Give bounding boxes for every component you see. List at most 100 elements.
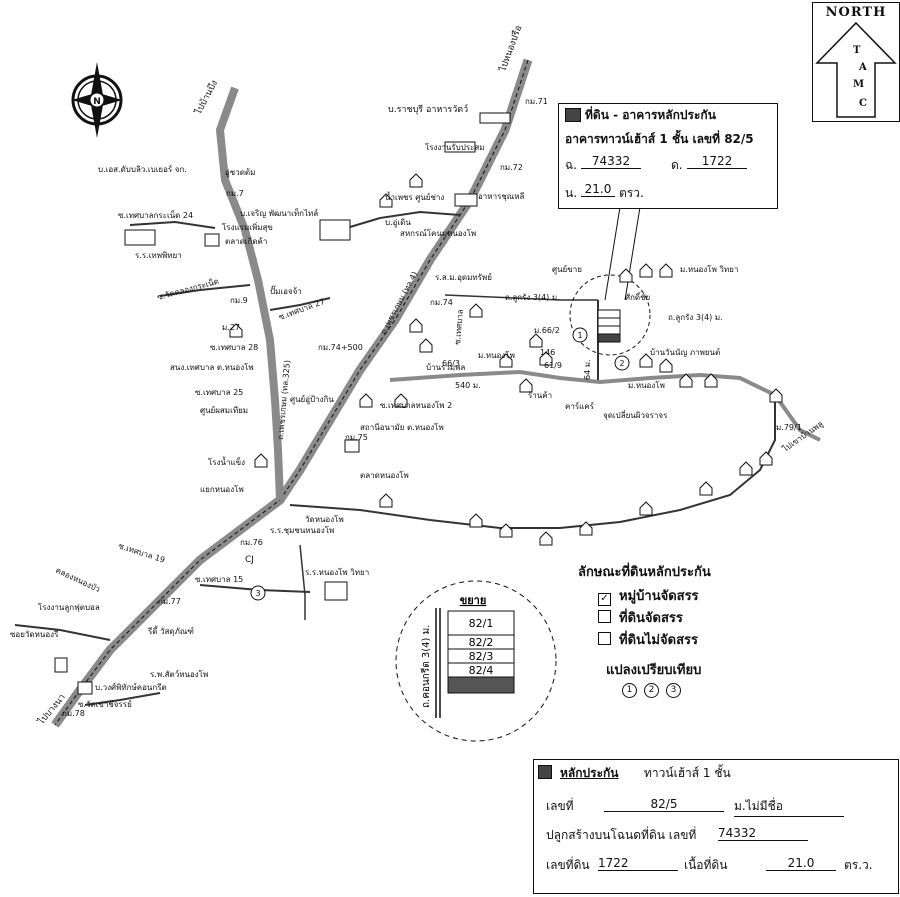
inset-title: ขยาย bbox=[460, 594, 487, 607]
road-soi bbox=[159, 284, 251, 297]
label-talat: ตลาดหนองโพ bbox=[360, 470, 409, 480]
label-m-66-2: ม.66/2 bbox=[534, 326, 560, 335]
inset-road-label: ถ.คอนกรีต 3(4) ม. bbox=[420, 625, 432, 708]
legend-item-village: ✓ หมู่บ้านจัดสรร bbox=[598, 585, 699, 606]
road-soi-vertical bbox=[299, 544, 306, 620]
inset-lot-2: 82/2 bbox=[469, 636, 494, 649]
label-m-61-9: 61/9 bbox=[544, 361, 562, 370]
label-ti-yai: ถ.ลูกรัง 3(4) ม. bbox=[505, 293, 560, 303]
label-soi-tessaban2: ซ.เทศบาลหนองโพ 2 bbox=[380, 400, 452, 410]
road-banbueng bbox=[215, 86, 284, 501]
comparison-markers bbox=[250, 327, 630, 601]
label-school-nong: ร.ร.เทพพิทยา bbox=[135, 251, 182, 260]
label-m-nongpho: ม.หนองโพ bbox=[628, 380, 665, 390]
info-no-value: 82/5 bbox=[604, 797, 724, 812]
label-aharn: อาหารชุณหลี bbox=[478, 192, 524, 201]
road-access-2 bbox=[444, 294, 598, 301]
label-m-66-3: 66/3 bbox=[442, 359, 460, 368]
road-soi-2 bbox=[269, 297, 331, 311]
label-sun-sai: ศูนย์ผสมเทียม bbox=[200, 405, 248, 416]
label-km78: กม.78 bbox=[62, 709, 85, 718]
label-sahakorn: สหกรณ์โคนมหนองโพ bbox=[400, 228, 476, 238]
info-built-label: ปลูกสร้างบนโฉนดที่ดิน เลขที่ bbox=[546, 828, 697, 842]
label-m-nong-wittaya: ม.หนองโพ วิทยา bbox=[680, 264, 738, 274]
label-jud: จุดเปลี่ยนผิวจราจร bbox=[603, 409, 668, 420]
north-title: NORTH bbox=[825, 5, 887, 20]
label-soi28: ซ.เทศบาล 28 bbox=[210, 343, 258, 352]
callout-subtitle: อาคารทาวน์เฮ้าส์ 1 ชั้น เลขที่ 82/5 bbox=[565, 132, 754, 146]
plan-marker-3: 3 bbox=[255, 589, 260, 598]
callout-pointer bbox=[604, 206, 641, 301]
north-letter-t: T bbox=[853, 45, 861, 56]
checkbox-icon bbox=[598, 610, 611, 623]
info-land-label: เลขที่ดิน bbox=[546, 858, 590, 872]
inset-lot-3: 82/3 bbox=[469, 650, 494, 663]
label-rongpho: ร.พ.สัตว์หนองโพ bbox=[150, 669, 208, 679]
legend-item-village-label: หมู่บ้านจัดสรร bbox=[619, 589, 699, 604]
compare-title: แปลงเปรียบเทียบ bbox=[606, 663, 702, 678]
label-wat-nongpho: ศูนย์อู่ป้างกิน bbox=[290, 394, 334, 405]
callout-parcel-label: ด. bbox=[671, 158, 683, 172]
north-arrow-box: NORTH T A M C bbox=[812, 2, 900, 122]
label-soi-klong: ซอยวัดหนองรี bbox=[10, 630, 59, 639]
label-km75: กม.75 bbox=[345, 433, 368, 442]
road-north-side bbox=[339, 210, 461, 231]
road-sw-3 bbox=[84, 692, 161, 706]
subject-lots bbox=[597, 309, 621, 343]
road-west bbox=[129, 220, 216, 229]
north-letter-m: M bbox=[853, 79, 865, 90]
info-heading: หลักประกัน bbox=[560, 766, 619, 780]
label-dist-64: 64 ม. bbox=[583, 359, 592, 380]
compass-rose: N bbox=[71, 62, 123, 138]
callout-area-value: 21.0 bbox=[581, 182, 615, 197]
label-soi27: ซ.เทศบาล 27 bbox=[278, 297, 326, 322]
label-km74-500: กม.74+500 bbox=[318, 343, 363, 352]
label-km76: กม.76 bbox=[240, 538, 263, 547]
label-snong: สนง.เทศบาล ต.หนองโพ bbox=[170, 362, 254, 372]
label-soi15: ซ.เทศบาล 15 bbox=[195, 575, 243, 584]
label-pump: ปั๊มเอจจ้า bbox=[270, 285, 302, 296]
label-nong-pruk: โรงงานรับประสม bbox=[425, 142, 485, 152]
compare-marker-3: 3 bbox=[666, 683, 681, 698]
label-company: บ.วงศ์พิทักษ์คอนกรีต bbox=[95, 682, 167, 692]
label-sathani: สถานีอนามัย ต.หนองโพ bbox=[360, 422, 444, 432]
label-km71: กม.71 bbox=[525, 97, 548, 106]
checked-box-icon: ✓ bbox=[598, 593, 611, 606]
inset-lot-4: 82/4 bbox=[469, 664, 494, 677]
label-jk-ahan: ร.ส.ม.อุดมทรัพย์ bbox=[435, 272, 492, 282]
subject-highlight-circle bbox=[569, 274, 651, 356]
legend-item-unallocated: ที่ดินไม่จัดสรร bbox=[598, 629, 698, 650]
legend-item-allocated-label: ที่ดินจัดสรร bbox=[619, 611, 683, 626]
label-wat-nongpho2: วัดหนองโพ bbox=[305, 514, 344, 524]
inset-enlargement: ขยาย ถ.คอนกรีต 3(4) ม. 82/1 82/2 82/3 82… bbox=[395, 580, 557, 742]
collateral-swatch bbox=[565, 108, 581, 122]
info-village: ม.ไม่มีชื่อ bbox=[734, 797, 844, 817]
label-yaek: แยกหนองโพ bbox=[200, 484, 244, 494]
factory-icons bbox=[54, 112, 511, 695]
callout-parcel-value: 1722 bbox=[687, 154, 747, 169]
compare-marker-1: 1 bbox=[622, 683, 637, 698]
label-ban-ruam: บ้านรวมพล bbox=[426, 363, 465, 372]
label-uthong: อู่ชวดต้ม bbox=[225, 168, 255, 178]
label-ban-pon: บ้านวันนัญ ภาพยนต์ bbox=[650, 347, 720, 357]
road-east bbox=[289, 395, 776, 529]
plan-marker-1: 1 bbox=[577, 331, 582, 340]
label-school-vittaya: ร.ร.หนองโพ วิทยา bbox=[305, 567, 369, 577]
label-raan: ร้านค้า bbox=[528, 391, 552, 400]
label-rong-luke: โรงงานลูกฟุตบอล bbox=[38, 602, 100, 613]
label-klong: คลองหนองบัว bbox=[54, 566, 101, 594]
legend-title: ลักษณะที่ดินหลักประกัน bbox=[578, 565, 711, 580]
label-kerd: ตลาดเกิดค้า bbox=[225, 237, 267, 246]
checkbox-icon bbox=[598, 632, 611, 645]
info-type: ทาวน์เฮ้าส์ 1 ชั้น bbox=[644, 766, 731, 780]
label-km9: กม.9 bbox=[230, 296, 248, 305]
info-area-value: 21.0 bbox=[766, 856, 836, 871]
label-km77: กม.77 bbox=[158, 597, 181, 606]
collateral-callout: ที่ดิน - อาคารหลักประกัน อาคารทาวน์เฮ้าส… bbox=[558, 103, 778, 209]
plan-marker-2: 2 bbox=[619, 359, 624, 368]
inset-lot-1: 82/1 bbox=[469, 617, 494, 630]
highway-edge bbox=[54, 59, 529, 726]
label-km7: กม.7 bbox=[226, 189, 244, 198]
label-km79-1: ม.79/1 bbox=[776, 423, 802, 432]
